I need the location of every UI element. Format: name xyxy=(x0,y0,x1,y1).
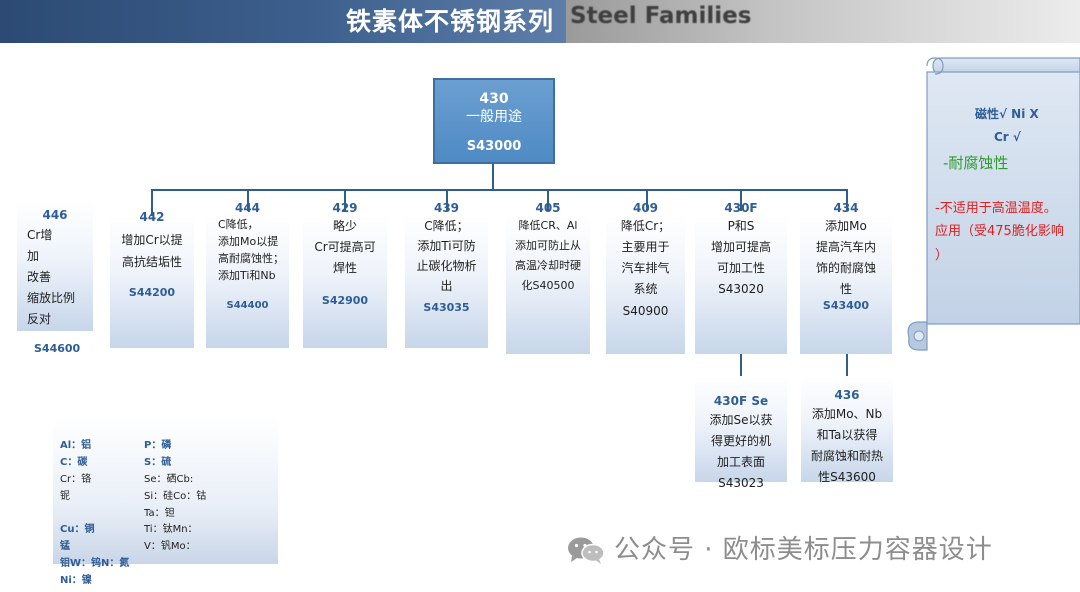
grade-429: 429 略少 Cr可提高可 焊性 S42900 xyxy=(303,201,387,348)
grade-446: 446 Cr增 加 改善 缩放比例 反对 xyxy=(17,201,93,331)
grade-434-desc: 添加Mo 提高汽车内 饰的耐腐蚀 性 xyxy=(815,219,876,296)
grade-439-desc: C降低； 添加Ti可防 止碳化物析 出 xyxy=(416,219,477,293)
grade-409-code: 409 xyxy=(632,201,659,215)
note-application: 应用（受475脆化影响 xyxy=(935,224,1064,239)
grade-434-std: S43400 xyxy=(822,299,870,312)
connector-430f xyxy=(740,189,742,211)
note-magnetism: 磁性√ Ni X xyxy=(975,107,1039,121)
legend-al: Al：铝 xyxy=(60,440,92,451)
grade-429-desc: 略少 Cr可提高可 焊性 xyxy=(314,219,376,275)
grade-444: 444 C降低， 添加Mo以提 高耐腐蚀性； 添加Ti和Nb S44400 xyxy=(206,201,289,348)
grade-430f-se-code: 430F Se xyxy=(713,394,769,408)
grade-442: 442 增加Cr以提 高抗结垢性 S44200 xyxy=(110,210,194,348)
legend-ta: Ta：钽 xyxy=(144,508,175,519)
legend-nb: 铌 xyxy=(60,491,70,502)
grade-436-desc: 添加Mo、Nb 和Ta以获得 耐腐蚀和耐热 性S43600 xyxy=(810,407,883,484)
title-bar xyxy=(0,0,566,43)
grade-436: 436 添加Mo、Nb 和Ta以获得 耐腐蚀和耐热 性S43600 xyxy=(801,376,893,484)
page-title: 铁素体不锈钢系列 xyxy=(345,7,554,36)
connector-root-down xyxy=(492,164,494,190)
grade-430f-desc: P和S 增加可提高 可加工性 xyxy=(710,219,771,275)
grade-409-desc: 降低Cr； 主要用于 汽车排气 系统 xyxy=(620,219,671,296)
scroll-note-shape xyxy=(907,57,1080,351)
grade-439-std: S43035 xyxy=(423,301,470,314)
grade-442-code: 442 xyxy=(139,210,165,224)
root-std: S43000 xyxy=(466,139,522,154)
connector-434 xyxy=(846,189,848,211)
connector-405 xyxy=(547,189,549,211)
grade-446-desc: Cr增 加 改善 缩放比例 反对 xyxy=(27,228,76,326)
grade-430f-se-desc: 添加Se以获 得更好的机 加工表面 xyxy=(709,413,773,469)
grade-429-code: 429 xyxy=(332,201,358,215)
grade-439: 439 C降低； 添加Ti可防 止碳化物析 出 S43035 xyxy=(405,201,488,348)
legend-si: Si：硅Co：钴 xyxy=(144,491,207,502)
grade-430f-se: 430F Se 添加Se以获 得更好的机 加工表面 S43023 xyxy=(695,376,787,490)
watermark-text: 公众号 · 欧标美标压力容器设计 xyxy=(614,535,993,565)
grade-436-code: 436 xyxy=(834,388,860,402)
note-close: ） xyxy=(935,248,949,263)
legend-p: P：磷 xyxy=(144,440,172,451)
grade-405-code: 405 xyxy=(535,201,561,215)
grade-430f-code: 430F xyxy=(724,201,758,215)
page-title-english: Steel Families xyxy=(570,3,752,29)
grade-405: 405 降低CR、Al 添加可防止从 高温冷却时硬 化S40500 xyxy=(506,201,590,354)
grade-442-std: S44200 xyxy=(128,286,176,299)
grade-405-desc: 降低CR、Al 添加可防止从 高温冷却时硬 化S40500 xyxy=(515,219,581,292)
grade-434: 434 添加Mo 提高汽车内 饰的耐腐蚀 性 S43400 xyxy=(800,201,892,354)
connector-442 xyxy=(151,189,153,219)
title-bar-extension xyxy=(566,0,1080,43)
grade-409: 409 降低Cr； 主要用于 汽车排气 系统 S40900 xyxy=(606,201,685,354)
grade-409-std: S40900 xyxy=(622,304,669,318)
legend-cu: Cu：铜 xyxy=(60,524,95,535)
legend-v: V：钒Mo： xyxy=(144,541,196,552)
grade-430f: 430F P和S 增加可提高 可加工性 S43020 xyxy=(695,201,787,354)
connector-436 xyxy=(846,354,848,376)
connector-430fse xyxy=(740,352,742,376)
grade-442-desc: 增加Cr以提 高抗结垢性 xyxy=(121,233,183,269)
legend-cr: Cr：铬 xyxy=(60,474,92,485)
legend-c: C：碳 xyxy=(60,457,88,468)
grade-429-std: S42900 xyxy=(321,294,369,307)
element-legend xyxy=(53,418,278,564)
note-high-temp: -不适用于高温温度。 xyxy=(935,201,1057,216)
note-corrosion: -耐腐蚀性 xyxy=(943,154,1009,172)
grade-444-desc: C降低， 添加Mo以提 高耐腐蚀性； 添加Ti和Nb xyxy=(218,218,284,282)
legend-se: Se：硒Cb: xyxy=(144,474,194,485)
legend-ti: Ti：钛Mn： xyxy=(144,524,198,535)
root-code: 430 xyxy=(479,91,509,107)
connector-429 xyxy=(344,189,346,211)
grade-430f-std: S43020 xyxy=(718,282,764,296)
legend-s: S：硫 xyxy=(144,457,172,468)
connector-444 xyxy=(247,189,249,211)
grade-430f-se-std: S43023 xyxy=(718,476,764,490)
connector-409 xyxy=(646,189,648,211)
connector-439 xyxy=(446,189,448,211)
wechat-icon xyxy=(568,537,605,564)
grade-434-code: 434 xyxy=(833,201,859,215)
legend-mn: 锰 xyxy=(60,541,70,552)
grade-439-code: 439 xyxy=(433,201,460,215)
grade-444-code: 444 xyxy=(234,201,261,215)
note-cr: Cr √ xyxy=(994,130,1021,144)
root-node-430: 430 一般用途 S43000 xyxy=(433,78,555,164)
grade-444-std: S44400 xyxy=(226,300,269,311)
grade-446-code: 446 xyxy=(42,208,68,222)
legend-ni: Ni：镍 xyxy=(60,575,92,586)
grade-446-std: S44600 xyxy=(34,342,81,355)
root-desc: 一般用途 xyxy=(466,109,522,125)
connector-horizontal xyxy=(151,189,848,191)
legend-mo-w-n: 钼W：钨N：氮 xyxy=(60,558,130,569)
